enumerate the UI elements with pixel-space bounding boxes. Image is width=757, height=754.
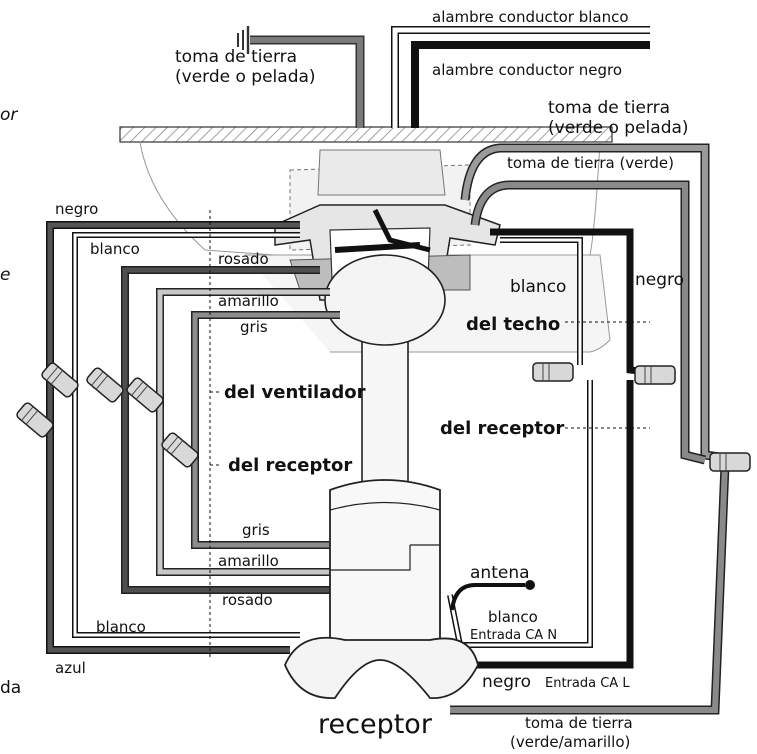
ground-symbol-icon xyxy=(237,26,250,54)
label-receptor: receptor xyxy=(318,709,433,740)
wire-nuts xyxy=(16,362,751,472)
label-edge-or: or xyxy=(0,105,18,125)
label-ground-right-2: (verde o pelada) xyxy=(548,118,689,138)
label-blanco-right: blanco xyxy=(510,277,566,297)
label-blanco-input-2: Entrada CA N xyxy=(470,628,557,643)
label-azul: azul xyxy=(55,659,86,677)
label-del-techo: del techo xyxy=(466,314,560,335)
label-amarillo-top: amarillo xyxy=(218,292,279,310)
receiver-unit xyxy=(284,479,479,699)
downrod xyxy=(324,254,446,496)
label-del-receptor-left: del receptor xyxy=(228,455,352,476)
label-blanco-left: blanco xyxy=(90,240,140,258)
label-negro-input-sub: Entrada CA L xyxy=(545,676,630,691)
label-rosado-bottom: rosado xyxy=(222,591,273,609)
label-rosado-top: rosado xyxy=(218,250,269,268)
label-ground-bottom-2: (verde/amarillo) xyxy=(510,733,630,751)
label-ground-right-1: toma de tierra xyxy=(548,98,670,118)
label-antena: antena xyxy=(470,563,530,583)
label-blanco-bottom: blanco xyxy=(96,618,146,636)
label-negro-left: negro xyxy=(55,200,98,218)
label-amarillo-bottom: amarillo xyxy=(218,552,279,570)
label-white-supply: alambre conductor blanco xyxy=(432,8,629,26)
left-wires xyxy=(46,221,340,654)
label-ground-top-left-2: (verde o pelada) xyxy=(175,67,316,87)
label-ground-top-left-1: toma de tierra xyxy=(175,47,297,67)
label-negro-input: negro xyxy=(482,672,531,692)
label-gris-bottom: gris xyxy=(242,521,270,539)
label-ground-green: toma de tierra (verde) xyxy=(507,154,674,172)
antenna xyxy=(450,580,535,611)
label-negro-right: negro xyxy=(635,270,684,290)
label-del-ventilador: del ventilador xyxy=(224,382,366,403)
label-black-supply: alambre conductor negro xyxy=(432,61,622,79)
label-edge-da: da xyxy=(0,678,21,698)
label-gris-top: gris xyxy=(240,318,268,336)
label-del-receptor-right: del receptor xyxy=(440,418,564,439)
leader-lines xyxy=(209,210,650,660)
label-edge-e: e xyxy=(0,265,10,285)
label-ground-bottom-1: toma de tierra xyxy=(525,714,633,732)
white-wire-right xyxy=(447,237,593,648)
ground-wires-right xyxy=(450,143,741,715)
label-blanco-input-1: blanco xyxy=(488,608,538,626)
supply-wires xyxy=(250,26,650,128)
